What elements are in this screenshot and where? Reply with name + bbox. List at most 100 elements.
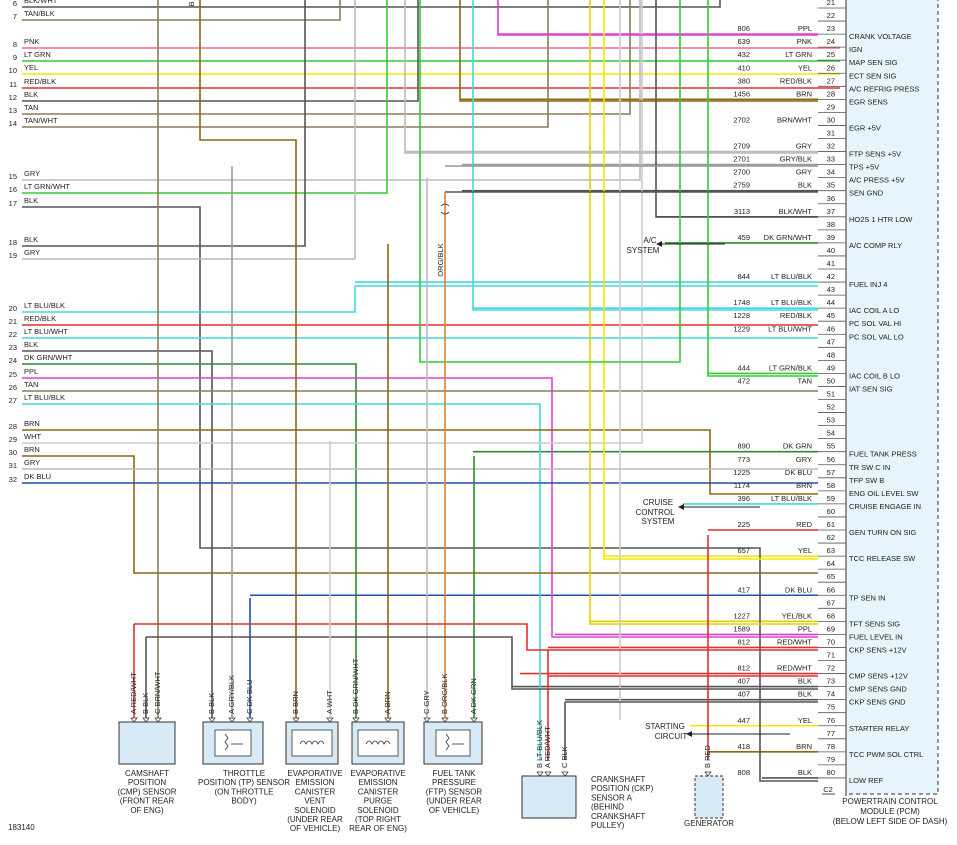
wire-layer bbox=[22, 0, 840, 782]
pcm-pin-function: SEN GND bbox=[849, 189, 884, 198]
left-wire-25 bbox=[22, 377, 818, 638]
tp-sensor-caption: POSITION (TP) SENSOR bbox=[198, 778, 290, 787]
left-wire-color: BLK/WHT bbox=[24, 0, 58, 5]
pcm-pin-number: 65 bbox=[827, 572, 835, 581]
pcm-pin-function: FUEL LEVEL IN bbox=[849, 632, 903, 641]
pcm-pin-color: GRY bbox=[796, 168, 812, 177]
left-wire-number: 13 bbox=[9, 106, 17, 115]
left-wire-number: 31 bbox=[9, 461, 17, 470]
pin-terminal-icon bbox=[544, 771, 552, 777]
pcm-pin-circuit: 3113 bbox=[734, 207, 750, 216]
evap-vent-caption: VENT bbox=[304, 797, 325, 806]
cmp-sensor-pin-A: A RED/WHT bbox=[129, 672, 138, 714]
left-wire-20 bbox=[22, 285, 818, 313]
evap-purge-caption: PURGE bbox=[364, 797, 392, 806]
left-wire-number: 17 bbox=[9, 199, 17, 208]
pcm-pin-function: CRUISE ENGAGE IN bbox=[849, 502, 921, 511]
left-wire-number: 10 bbox=[9, 66, 17, 75]
pcm-connector bbox=[818, 0, 939, 796]
pcm-pin-circuit: 1456 bbox=[733, 89, 750, 98]
pcm-pin-color: RED/WHT bbox=[777, 637, 812, 646]
pcm-pin-number: 31 bbox=[827, 129, 835, 138]
pcm-pin-number: 56 bbox=[827, 455, 835, 464]
pcm-pin-number: 46 bbox=[827, 324, 835, 333]
pcm-pin-number: 55 bbox=[827, 442, 835, 451]
pcm-pin-circuit: 1589 bbox=[733, 624, 750, 633]
pcm-pin-circuit: 1225 bbox=[733, 468, 750, 477]
left-wire-number: 21 bbox=[9, 317, 17, 326]
pcm-location: (BELOW LEFT SIDE OF DASH) bbox=[833, 817, 948, 826]
evap-purge-caption: EVAPORATIVE bbox=[350, 769, 405, 778]
ckp-sensor-caption: SENSOR A bbox=[591, 793, 633, 802]
pcm-pin-function: TR SW C IN bbox=[849, 463, 890, 472]
pcm-pin-number: 26 bbox=[827, 63, 835, 72]
pcm-pin-color: BLK bbox=[798, 768, 812, 777]
pcm-pin-function: FTP SENS +5V bbox=[849, 150, 901, 159]
left-wire-28 bbox=[22, 429, 818, 495]
evap-purge-coil-icon bbox=[365, 740, 391, 745]
pcm-pin-circuit: 639 bbox=[737, 37, 750, 46]
pcm-pin-circuit: 2700 bbox=[733, 168, 750, 177]
pcm-pin-color: DK BLU bbox=[785, 585, 812, 594]
pin-terminal-icon bbox=[292, 717, 300, 723]
left-wire-18 bbox=[22, 0, 306, 247]
pcm-pin-number: 74 bbox=[827, 690, 835, 699]
pcm-pin-number: 66 bbox=[827, 585, 835, 594]
pcm-pin-color: YEL bbox=[798, 716, 812, 725]
left-wire-number: 20 bbox=[9, 304, 17, 313]
pcm-pin-number: 47 bbox=[827, 337, 835, 346]
pcm-pin-color: LT BLU/BLK bbox=[771, 494, 812, 503]
left-wire-29 bbox=[22, 0, 643, 444]
pcm-pin-function: TFP SW B bbox=[849, 476, 884, 485]
pcm-pin-color: BRN/WHT bbox=[777, 115, 812, 124]
ckp-sensor-caption: CRANKSHAFT bbox=[591, 812, 645, 821]
evap-purge-symbol bbox=[357, 729, 399, 757]
left-wire-number: 7 bbox=[13, 12, 17, 21]
pcm-connector-id: C2 bbox=[823, 785, 833, 794]
pcm-pin-color: LT GRN bbox=[785, 50, 812, 59]
pcm-pin-circuit: 773 bbox=[737, 455, 750, 464]
pin-terminal-icon bbox=[384, 717, 392, 723]
splice-mark bbox=[440, 203, 450, 215]
pcm-pin-number: 58 bbox=[827, 481, 835, 490]
pcm-pin-number: 23 bbox=[827, 24, 835, 33]
pcm-pin-number: 64 bbox=[827, 559, 835, 568]
ftp-sensor-resistor-icon bbox=[445, 733, 450, 751]
pcm-pin-color: BLK/WHT bbox=[779, 207, 813, 216]
pcm-pin-number: 29 bbox=[827, 102, 835, 111]
pcm-pin-color: PNK bbox=[797, 37, 812, 46]
pcm-pin-color: RED/WHT bbox=[777, 664, 812, 673]
left-wire-7 bbox=[22, 0, 341, 21]
pcm-pin-color: BRN bbox=[796, 89, 812, 98]
ftp-sensor-pin-A: A DK GRN bbox=[469, 678, 478, 714]
pcm-pin-number: 40 bbox=[827, 246, 835, 255]
trunk-ppl bbox=[497, 0, 818, 36]
pcm-pin-number: 51 bbox=[827, 390, 835, 399]
ftp-sensor-symbol bbox=[435, 729, 471, 757]
pcm-pin-number: 60 bbox=[827, 507, 835, 516]
left-wire-number: 22 bbox=[9, 330, 17, 339]
evap-vent-symbol bbox=[291, 729, 333, 757]
pcm-pin-function: LOW REF bbox=[849, 776, 884, 785]
pcm-pin-circuit: 447 bbox=[737, 716, 750, 725]
pcm-pin-function: IAC COIL B LO bbox=[849, 371, 900, 380]
top-pin-label: B bbox=[187, 1, 196, 6]
pcm-pin-function: MAP SEN SIG bbox=[849, 58, 898, 67]
ac-arrow-head bbox=[656, 241, 662, 247]
left-wire-number: 19 bbox=[9, 251, 17, 260]
left-wire-number: 8 bbox=[13, 40, 17, 49]
left-wire-number: 18 bbox=[9, 238, 17, 247]
pcm-pin-number: 21 bbox=[827, 0, 835, 7]
pcm-pin-number: 68 bbox=[827, 611, 835, 620]
pcm-pin-color: RED bbox=[796, 520, 812, 529]
pcm-pin-circuit: 1748 bbox=[733, 298, 750, 307]
left-wire-color: TAN/WHT bbox=[24, 116, 58, 125]
left-wire-12 bbox=[22, 0, 419, 102]
left-wire-23 bbox=[22, 350, 213, 720]
evap-purge-caption: EMISSION bbox=[358, 778, 397, 787]
